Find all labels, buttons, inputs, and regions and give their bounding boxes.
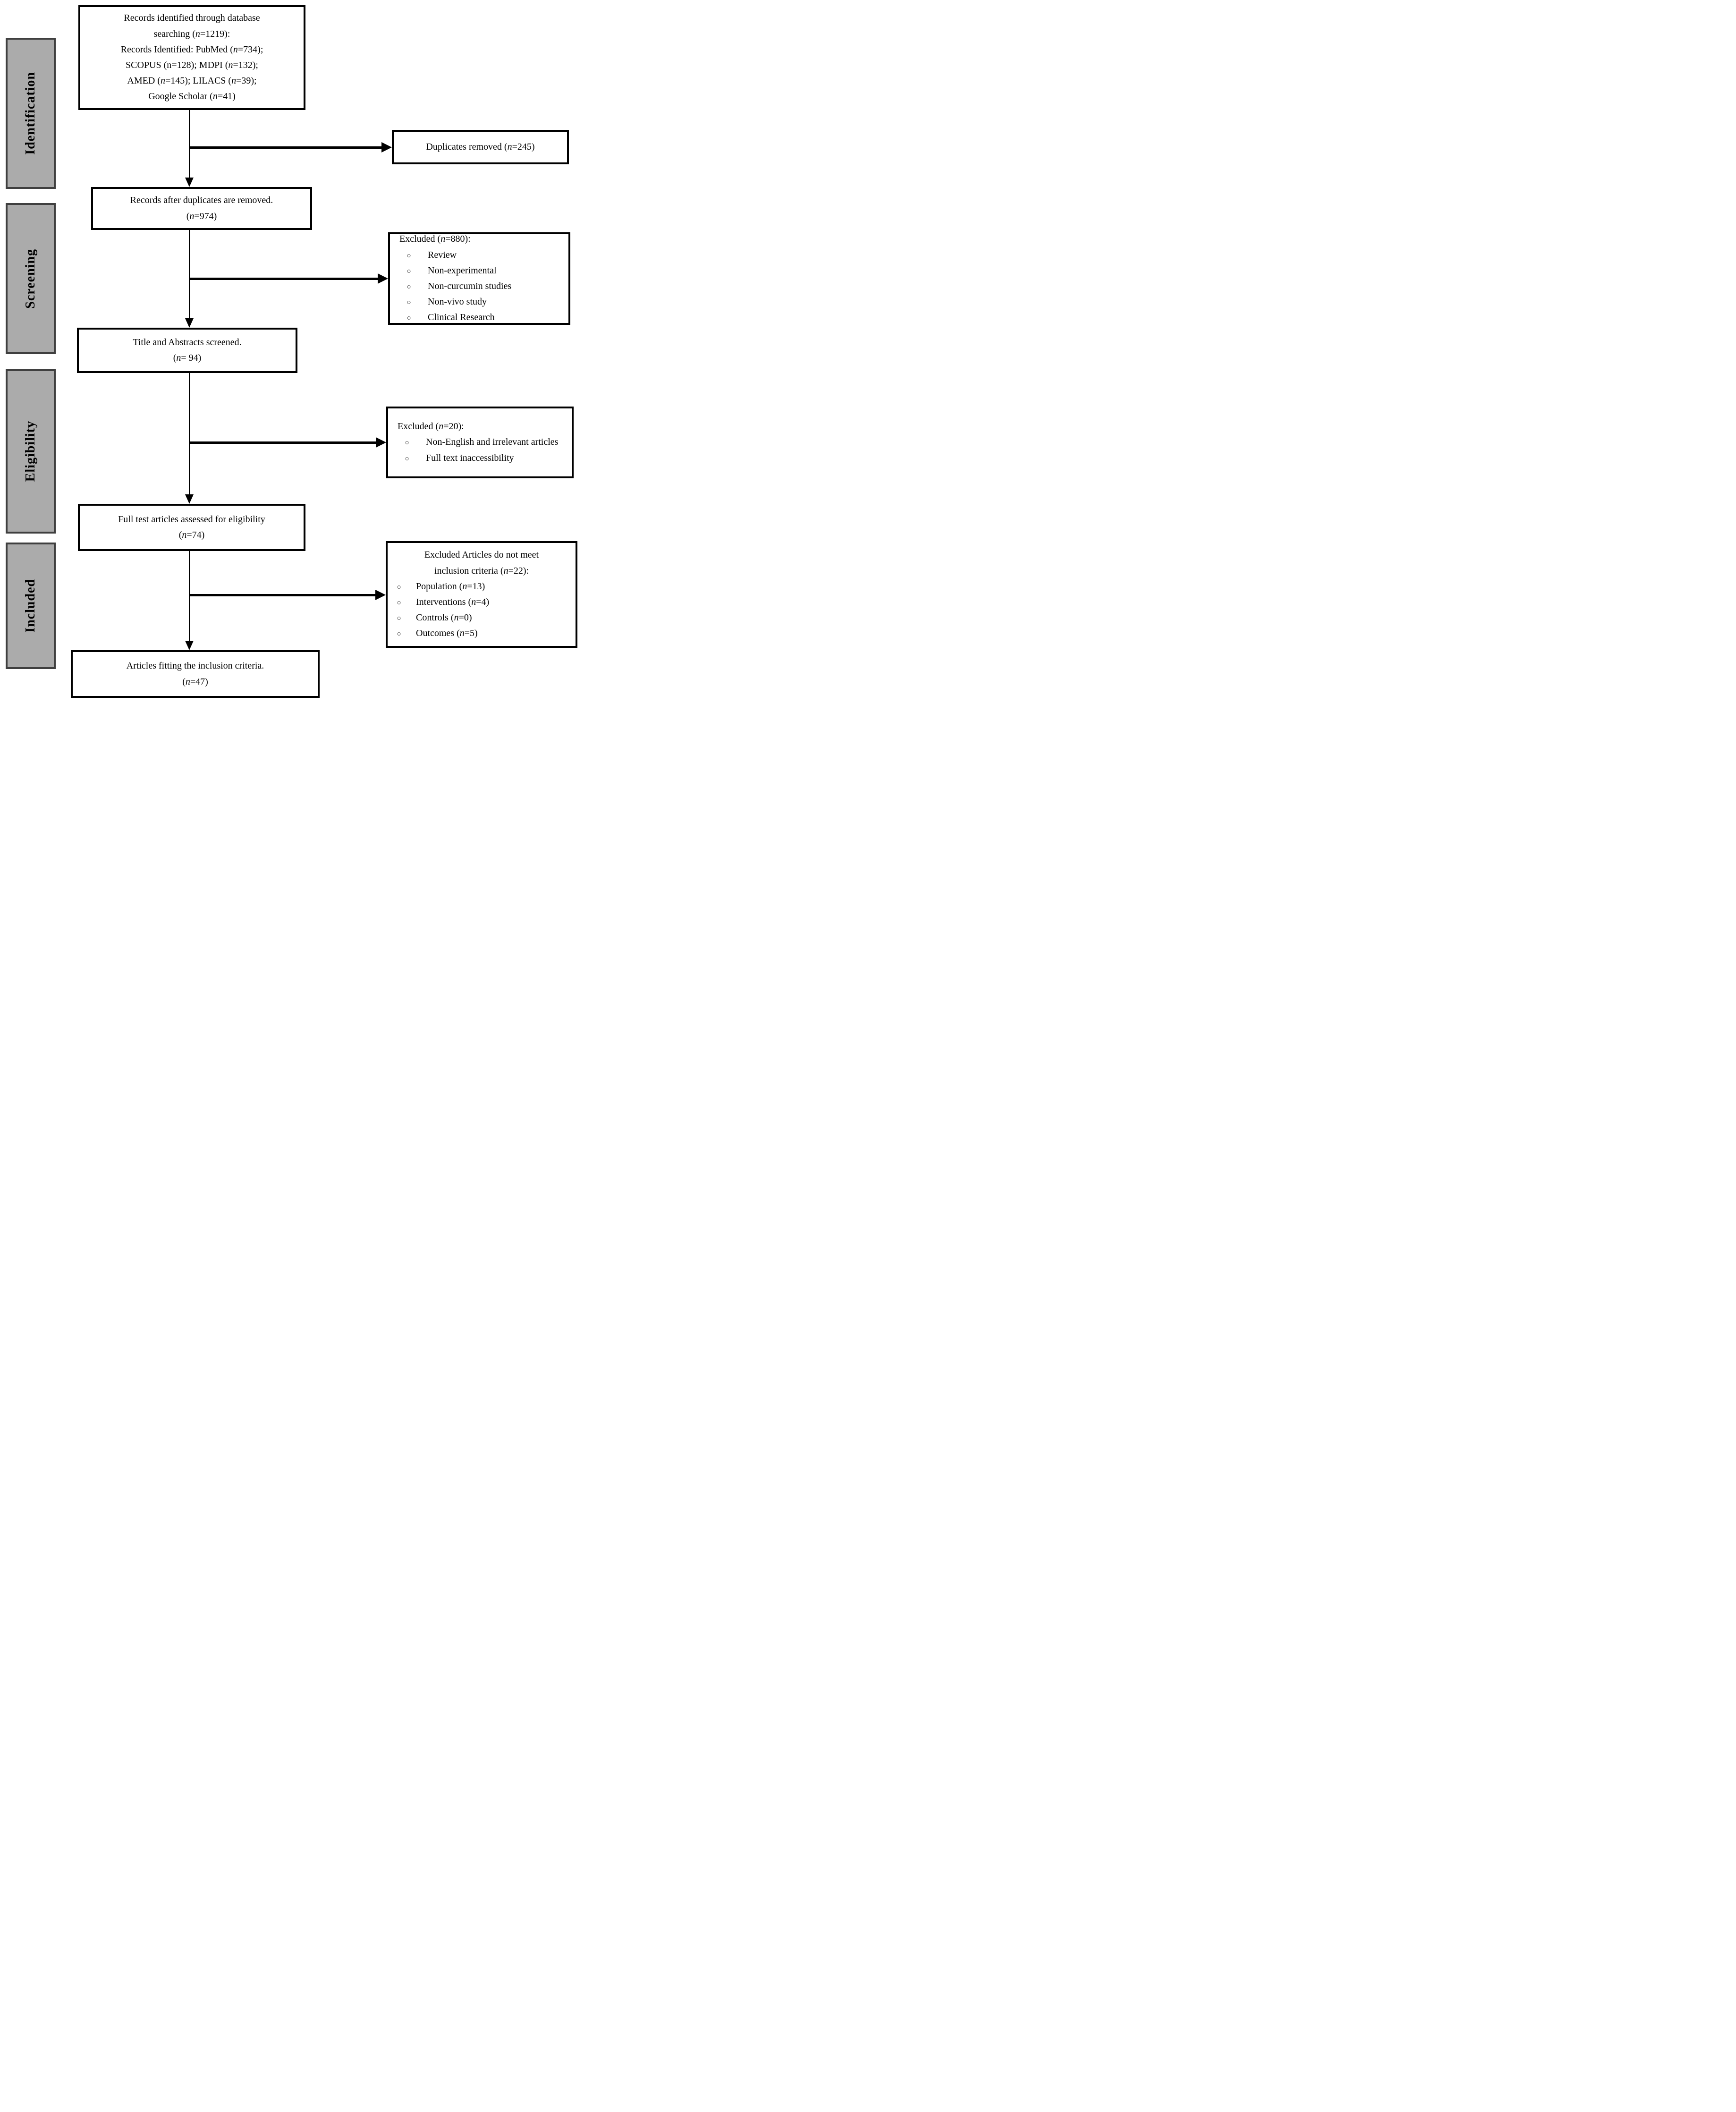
flow-box-records-after-duplicates: Records after duplicates are removed.(n=…: [91, 187, 312, 230]
excluded-eligibility-item-text: Full text inaccessibility: [426, 452, 514, 463]
excluded-screening-item-text: Non-curcumin studies: [428, 281, 512, 291]
excluded-screening-item: ○ Non-curcumin studies: [390, 279, 568, 294]
branch-excluded-eligibility-head: [376, 437, 386, 448]
full-text-assessed-text: Full test articles assessed for eligibil…: [118, 514, 265, 540]
duplicates-removed-text: Duplicates removed (n=245): [426, 141, 535, 152]
excluded-inclusion-criteria-item: ○ Interventions (n=4): [388, 594, 576, 610]
sidebar-label-identification: Identification: [6, 38, 56, 189]
bullet-circle-icon: ○: [397, 583, 401, 591]
flow-box-full-text-assessed: Full test articles assessed for eligibil…: [78, 504, 305, 551]
arrow-identified-to-after-duplicates-head: [185, 178, 194, 187]
sidebar-label-screening: Screening: [6, 203, 56, 354]
bullet-circle-icon: ○: [406, 267, 411, 275]
branch-excluded-eligibility-line: [190, 441, 376, 444]
excluded-inclusion-criteria-item: ○ Outcomes (n=5): [388, 626, 576, 641]
bullet-circle-icon: ○: [397, 630, 401, 638]
excluded-inclusion-criteria-item-text: Outcomes (n=5): [416, 628, 478, 639]
branch-excluded-screening-line: [190, 278, 378, 280]
branch-excluded-screening-head: [378, 273, 388, 284]
excluded-screening-item-text: Review: [428, 249, 457, 260]
excluded-screening-item: ○ Non-experimental: [390, 263, 568, 279]
excluded-screening-item-text: Non-vivo study: [428, 297, 487, 307]
excluded-screening-item-text: Non-experimental: [428, 265, 497, 276]
title-abstracts-screened-text: Title and Abstracts screened.(n= 94): [133, 337, 242, 363]
bullet-circle-icon: ○: [406, 314, 411, 322]
excluded-inclusion-criteria-item-text: Interventions (n=4): [416, 597, 490, 607]
arrow-after-duplicates-to-screened-line: [189, 230, 190, 318]
flow-box-articles-included: Articles fitting the inclusion criteria.…: [71, 650, 320, 698]
bullet-circle-icon: ○: [405, 455, 409, 463]
bullet-circle-icon: ○: [406, 252, 411, 260]
sidebar-label-eligibility: Eligibility: [6, 369, 56, 534]
excluded-eligibility-title: Excluded (n=20):: [398, 421, 464, 432]
bullet-circle-icon: ○: [406, 283, 411, 291]
branch-excluded-inclusion-criteria-line: [190, 594, 375, 596]
articles-included-text: Articles fitting the inclusion criteria.…: [126, 661, 264, 687]
prisma-flow-diagram: Identification Screening Eligibility Inc…: [0, 0, 579, 704]
sidebar-label-eligibility-text: Eligibility: [23, 421, 38, 482]
excluded-eligibility-item: ○ Full text inaccessibility: [388, 450, 572, 466]
branch-excluded-inclusion-criteria-head: [375, 590, 386, 600]
arrow-assessed-to-included-line: [189, 551, 190, 641]
excluded-inclusion-criteria-item-text: Population (n=13): [416, 581, 485, 592]
branch-duplicates-removed-line: [190, 146, 381, 149]
excluded-screening-item: ○ Review: [390, 247, 568, 263]
flow-box-excluded-eligibility: Excluded (n=20): ○ Non-English and irrel…: [386, 407, 574, 478]
excluded-screening-item: ○ Non-vivo study: [390, 294, 568, 310]
branch-duplicates-removed-head: [381, 142, 392, 153]
flow-box-duplicates-removed: Duplicates removed (n=245): [392, 130, 569, 164]
arrow-after-duplicates-to-screened-head: [185, 318, 194, 328]
excluded-eligibility-item-text: Non-English and irrelevant articles: [426, 437, 559, 448]
sidebar-label-identification-text: Identification: [23, 72, 38, 155]
excluded-screening-item: ○ Clinical Research: [390, 310, 568, 325]
bullet-circle-icon: ○: [397, 615, 401, 623]
arrow-identified-to-after-duplicates-line: [189, 110, 190, 178]
bullet-circle-icon: ○: [406, 299, 411, 307]
excluded-inclusion-criteria-item: ○ Controls (n=0): [388, 610, 576, 626]
sidebar-label-included: Included: [6, 543, 56, 669]
excluded-screening-item-text: Clinical Research: [428, 312, 495, 323]
arrow-assessed-to-included-head: [185, 641, 194, 650]
flow-box-title-abstracts-screened: Title and Abstracts screened.(n= 94): [77, 328, 297, 373]
arrow-screened-to-assessed-line: [189, 373, 190, 494]
records-after-duplicates-text: Records after duplicates are removed.(n=…: [130, 195, 273, 221]
sidebar-label-included-text: Included: [23, 579, 38, 633]
excluded-screening-title: Excluded (n=880):: [399, 234, 471, 245]
excluded-eligibility-item: ○ Non-English and irrelevant articles: [388, 434, 572, 450]
bullet-circle-icon: ○: [405, 439, 409, 447]
bullet-circle-icon: ○: [397, 599, 401, 607]
sidebar-label-screening-text: Screening: [23, 248, 38, 309]
excluded-inclusion-criteria-item: ○ Population (n=13): [388, 579, 576, 594]
excluded-inclusion-criteria-item-text: Controls (n=0): [416, 612, 472, 623]
flow-box-excluded-screening: Excluded (n=880): ○ Review ○ Non-experim…: [388, 232, 570, 325]
arrow-screened-to-assessed-head: [185, 494, 194, 504]
